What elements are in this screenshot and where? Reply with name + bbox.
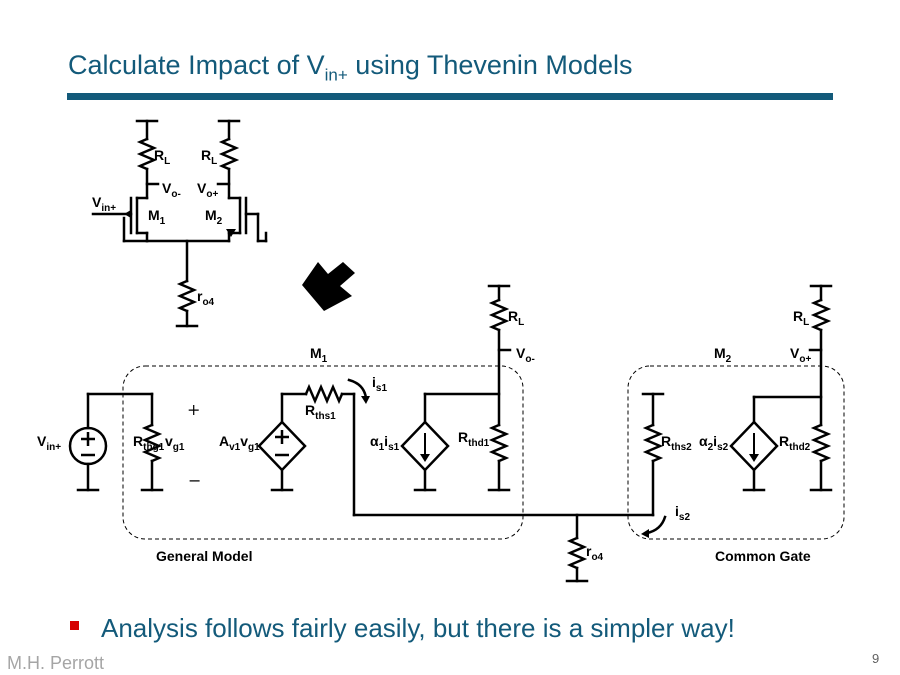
rl-right-label: RL	[201, 147, 217, 167]
small-signal-model	[68, 284, 833, 583]
vo-plus-model-label: Vo+	[790, 345, 811, 365]
vg1-minus-sign: −	[188, 471, 201, 490]
slide-title: Calculate Impact of Vin+ using Thevenin …	[68, 50, 632, 85]
vg1-plus-sign: +	[187, 400, 200, 419]
dependent-voltage-label: Av1vg1	[219, 433, 260, 453]
title-rest: using Thevenin Models	[347, 50, 633, 80]
alpha1-label: α1is1	[370, 433, 400, 453]
transform-arrow-icon	[302, 262, 355, 311]
vo-minus-label: Vo-	[162, 180, 181, 200]
top-differential-pair	[91, 119, 268, 328]
rl2-label: RL	[793, 308, 809, 328]
general-model-box	[122, 365, 524, 540]
rl-left-label: RL	[154, 147, 170, 167]
m1-model-label: M1	[310, 345, 328, 365]
m1-top-label: M1	[148, 207, 166, 227]
title-main: Calculate Impact of V	[68, 50, 325, 80]
alpha2-label: α2is2	[699, 433, 729, 453]
is1-arrow	[347, 378, 368, 400]
vo-minus-model-label: Vo-	[516, 345, 535, 365]
rthg1-label: Rthg1	[133, 433, 165, 453]
m2-top-label: M2	[205, 207, 223, 227]
bullet-square-icon	[70, 621, 79, 630]
ro4-model-label: ro4	[586, 543, 604, 563]
page-number: 9	[872, 651, 880, 666]
general-model-caption: General Model	[156, 548, 252, 564]
vin-top-label: Vin+	[92, 194, 116, 214]
ro4-top-label: ro4	[197, 288, 215, 308]
rthd1-label: Rthd1	[458, 429, 490, 449]
common-gate-box	[627, 365, 845, 540]
rthd2-label: Rthd2	[779, 433, 811, 453]
bullet-text: Analysis follows fairly easily, but ther…	[101, 613, 735, 643]
rl1-label: RL	[508, 308, 524, 328]
is2-arrow	[645, 515, 667, 535]
title-rule	[67, 93, 833, 100]
footer-author: M.H. Perrott	[7, 653, 105, 673]
title-sub: in+	[324, 65, 348, 85]
vo-plus-label: Vo+	[197, 180, 218, 200]
vin-model-label: Vin+	[37, 433, 61, 453]
common-gate-caption: Common Gate	[715, 548, 811, 564]
vg1-label: vg1	[165, 433, 185, 453]
m2-model-label: M2	[714, 345, 732, 365]
rths1-label: Rths1	[305, 402, 336, 422]
is2-label: is2	[675, 503, 690, 523]
rths2-label: Rths2	[661, 433, 692, 453]
is1-label: is1	[372, 374, 387, 394]
